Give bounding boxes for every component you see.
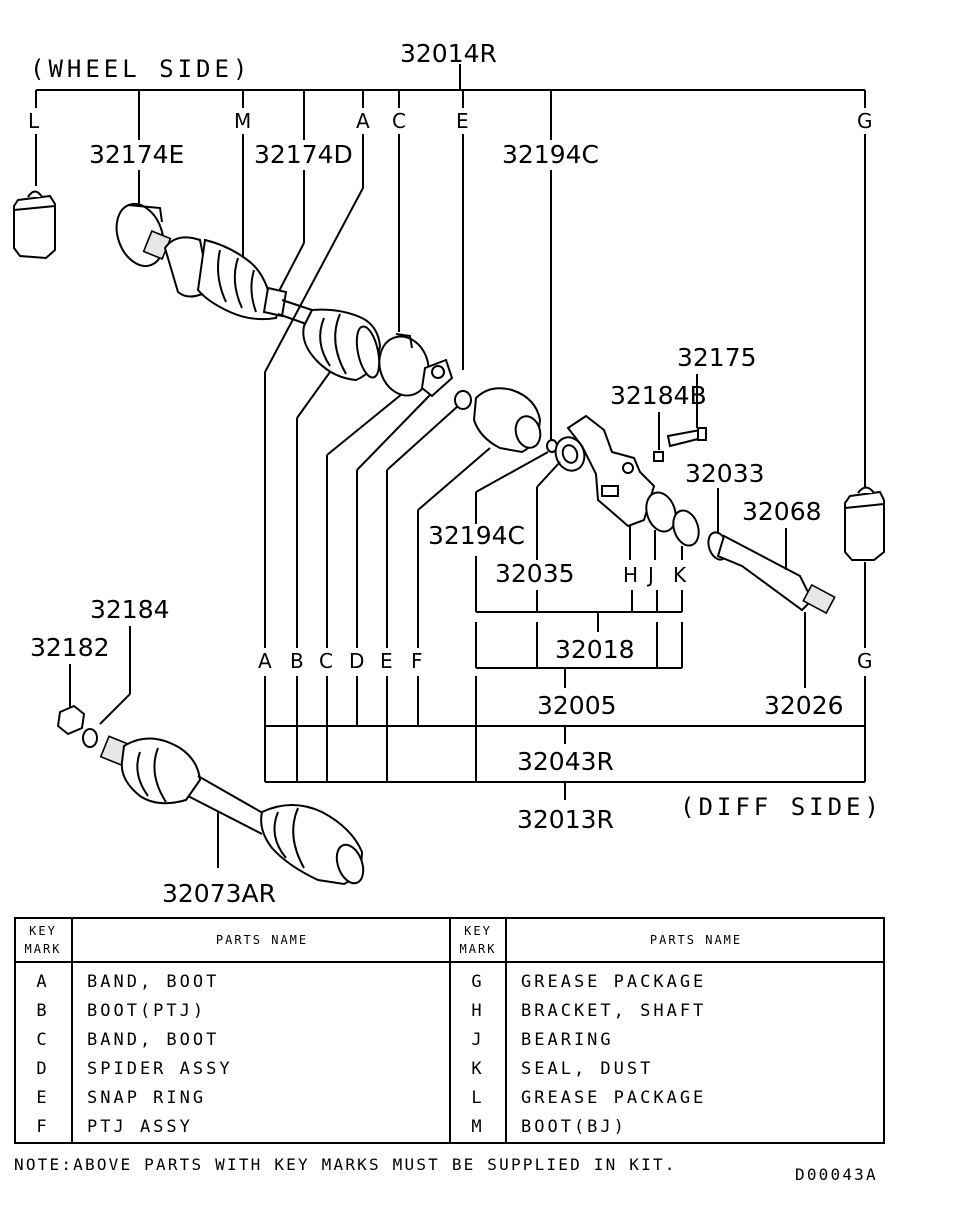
part-number-32005: 32005 — [537, 691, 617, 720]
bracket-32043r-32013r — [264, 676, 866, 800]
bracket-32014r — [35, 64, 866, 140]
table-header-key-right-2: MARK — [460, 942, 497, 956]
key-mark-low-b: B — [290, 649, 304, 673]
table-row-key: J — [471, 1030, 484, 1050]
table-row-key: A — [36, 972, 49, 992]
part-number-32184b: 32184B — [610, 381, 707, 410]
table-row-name: BEARING — [521, 1030, 614, 1050]
bracket-32005 — [475, 622, 683, 688]
upper-shaft-assembly — [115, 203, 836, 615]
table-row-key: K — [471, 1059, 484, 1079]
part-number-32175: 32175 — [677, 343, 757, 372]
key-mark-top-g: G — [857, 109, 873, 133]
table-row-name: BAND, BOOT — [87, 1030, 219, 1050]
top-leaders — [35, 134, 866, 488]
table-row-name: GREASE PACKAGE — [521, 1088, 706, 1108]
lower-shaft-assembly — [56, 626, 365, 886]
key-mark-top-c: C — [392, 109, 406, 133]
table-row-name: BAND, BOOT — [87, 972, 219, 992]
key-mark-top-a: A — [356, 109, 370, 133]
part-number-32043r: 32043R — [517, 747, 614, 776]
parts-table — [14, 917, 885, 1144]
part-number-32073ar: 32073AR — [162, 879, 276, 908]
part-number-32068: 32068 — [742, 497, 822, 526]
key-mark-low-a: A — [258, 649, 272, 673]
part-number-32184: 32184 — [90, 595, 170, 624]
diff-side-label: (DIFF SIDE) — [680, 793, 883, 821]
bracket-32018 — [475, 556, 683, 632]
part-number-32174d: 32174D — [254, 140, 353, 169]
key-mark-low-g: G — [857, 649, 873, 673]
part-number-32035: 32035 — [495, 559, 575, 588]
table-row-name: BRACKET, SHAFT — [521, 1001, 706, 1021]
table-header-parts-right: PARTS NAME — [650, 933, 742, 947]
key-mark-top-m: M — [234, 109, 251, 133]
table-row-name: SPIDER ASSY — [87, 1059, 233, 1079]
table-row-key: M — [471, 1117, 484, 1137]
table-header-key-left-1: KEY — [29, 924, 57, 938]
table-row-name: SEAL, DUST — [521, 1059, 653, 1079]
part-number-32194c-mid: 32194C — [428, 521, 525, 550]
table-row-key: E — [36, 1088, 49, 1108]
table-row-key: F — [36, 1117, 49, 1137]
part-number-32013r: 32013R — [517, 805, 614, 834]
table-row-key: G — [471, 972, 484, 992]
table-row-name: SNAP RING — [87, 1088, 206, 1108]
kit-note: NOTE:ABOVE PARTS WITH KEY MARKS MUST BE … — [14, 1155, 677, 1174]
table-header-key-left-2: MARK — [25, 942, 62, 956]
drawing-code: D00043A — [795, 1165, 878, 1184]
table-row-name: BOOT(BJ) — [521, 1117, 627, 1137]
table-row-key: D — [36, 1059, 49, 1079]
key-mark-low-d: D — [349, 649, 364, 673]
key-mark-low-f: F — [411, 649, 423, 673]
key-mark-j: J — [646, 563, 654, 587]
table-row-key: H — [471, 1001, 484, 1021]
mid-leaders — [264, 371, 866, 688]
wheel-side-label: (WHEEL SIDE) — [30, 55, 251, 83]
key-mark-top-e: E — [456, 109, 469, 133]
grease-package-g — [844, 486, 885, 561]
table-row-key: L — [471, 1088, 484, 1108]
table-row-name: PTJ ASSY — [87, 1117, 193, 1137]
part-number-32182: 32182 — [30, 633, 110, 662]
grease-package-l — [13, 190, 56, 260]
key-mark-top-l: L — [28, 109, 40, 133]
key-mark-h: H — [623, 563, 638, 587]
key-mark-low-e: E — [380, 649, 393, 673]
table-row-name: BOOT(PTJ) — [87, 1001, 206, 1021]
table-row-name: GREASE PACKAGE — [521, 972, 706, 992]
part-number-32014r: 32014R — [400, 39, 497, 68]
part-number-32033: 32033 — [685, 459, 765, 488]
table-header-key-right-1: KEY — [464, 924, 492, 938]
table-header-parts-left: PARTS NAME — [216, 933, 308, 947]
table-row-key: C — [36, 1030, 49, 1050]
key-mark-low-c: C — [319, 649, 333, 673]
part-number-32194c-top: 32194C — [502, 140, 599, 169]
key-mark-k: K — [673, 563, 687, 587]
table-row-key: B — [36, 1001, 49, 1021]
part-number-32026: 32026 — [764, 691, 844, 720]
part-number-32018: 32018 — [555, 635, 635, 664]
part-number-32174e: 32174E — [89, 140, 184, 169]
